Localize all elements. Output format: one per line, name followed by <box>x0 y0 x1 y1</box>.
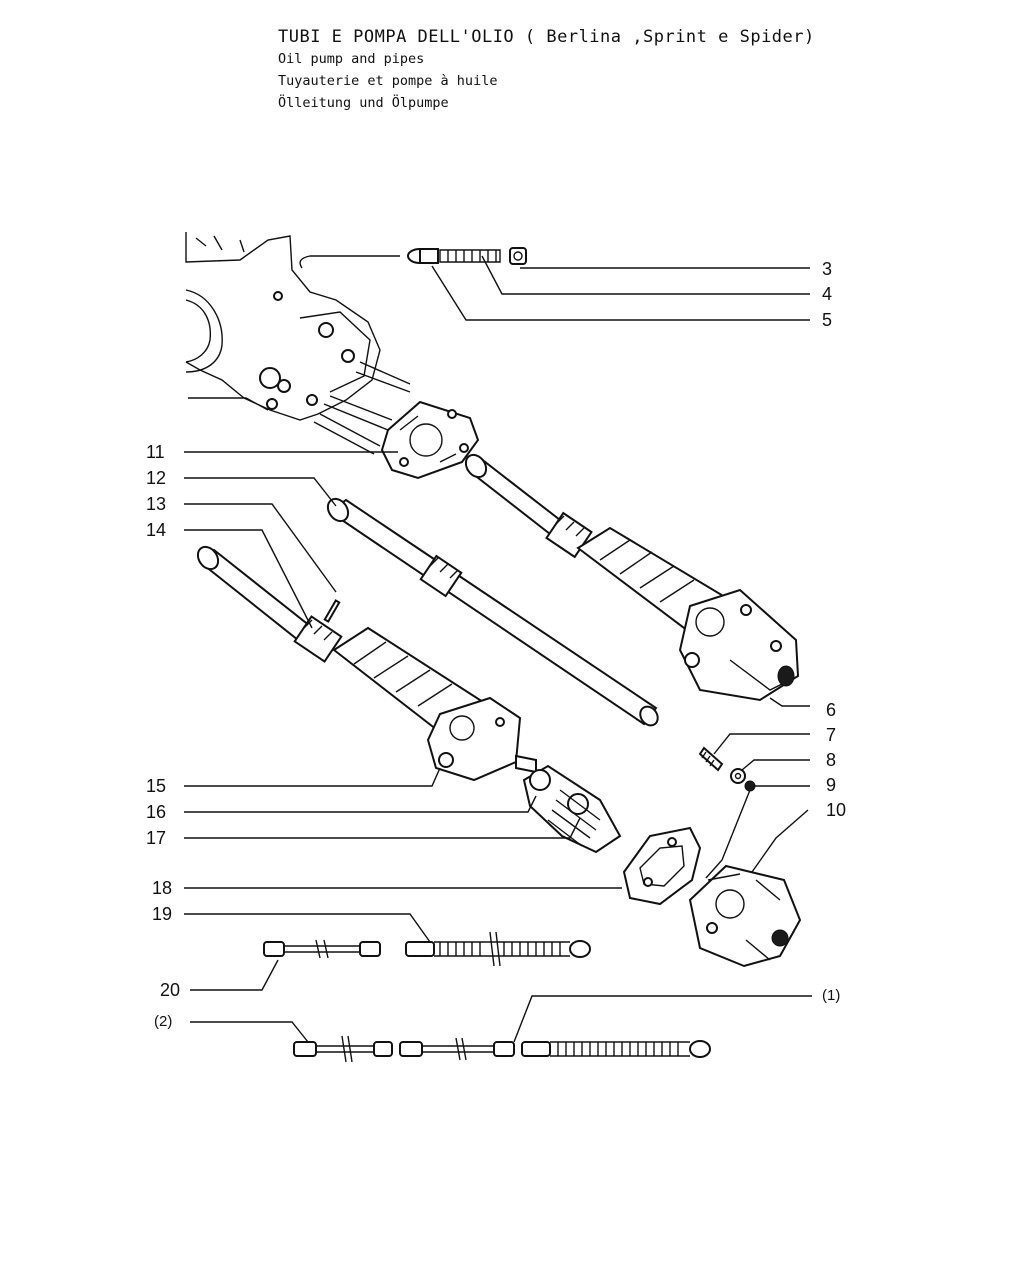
gears-16-17-drawing <box>522 764 622 854</box>
callout-9: 9 <box>826 775 836 795</box>
callout-note-2: (2) <box>154 1013 172 1030</box>
callout-19: 19 <box>152 904 172 924</box>
pipes-note-drawing <box>293 1035 711 1063</box>
callout-11: 11 <box>146 442 165 462</box>
callout-20: 20 <box>160 980 180 1000</box>
callout-15: 15 <box>146 776 166 796</box>
title-german: Ölleitung und Ölpumpe <box>278 95 449 111</box>
callout-labels: 3 4 5 6 7 8 9 10 11 12 13 14 15 16 17 18… <box>146 259 846 1030</box>
callout-12: 12 <box>146 468 166 488</box>
title-italian: TUBI E POMPA DELL'OLIO ( Berlina ,Sprint… <box>278 27 815 47</box>
gasket-11-drawing <box>380 400 480 480</box>
title-english: Oil pump and pipes <box>278 51 425 67</box>
pump-cover-10-drawing <box>688 864 802 968</box>
title-block: TUBI E POMPA DELL'OLIO ( Berlina ,Sprint… <box>278 26 815 114</box>
engine-block-drawing <box>185 232 411 455</box>
leader-lines <box>184 255 812 1043</box>
callout-3: 3 <box>822 259 832 279</box>
parts-7-8-9-drawing <box>698 746 756 792</box>
callout-14: 14 <box>146 520 166 540</box>
callout-18: 18 <box>152 878 172 898</box>
callout-10: 10 <box>826 800 846 820</box>
shaft-12-drawing <box>326 497 659 727</box>
oil-pump-assembly-6-drawing <box>464 453 800 702</box>
pin-13-drawing <box>323 599 341 623</box>
oil-pump-assembly-15-drawing <box>196 545 537 782</box>
callout-6: 6 <box>826 700 836 720</box>
title-french: Tuyauterie et pompe à huile <box>278 73 498 89</box>
callout-4: 4 <box>822 284 832 304</box>
parts-3-4-5 <box>407 247 527 265</box>
callout-16: 16 <box>146 802 166 822</box>
gasket-18-drawing <box>622 826 702 906</box>
callout-7: 7 <box>826 725 836 745</box>
callout-note-1: (1) <box>822 987 840 1004</box>
callout-5: 5 <box>822 310 832 330</box>
callout-17: 17 <box>146 828 166 848</box>
pipes-19-20-drawing <box>263 931 591 967</box>
callout-8: 8 <box>826 750 836 770</box>
callout-13: 13 <box>146 494 166 514</box>
